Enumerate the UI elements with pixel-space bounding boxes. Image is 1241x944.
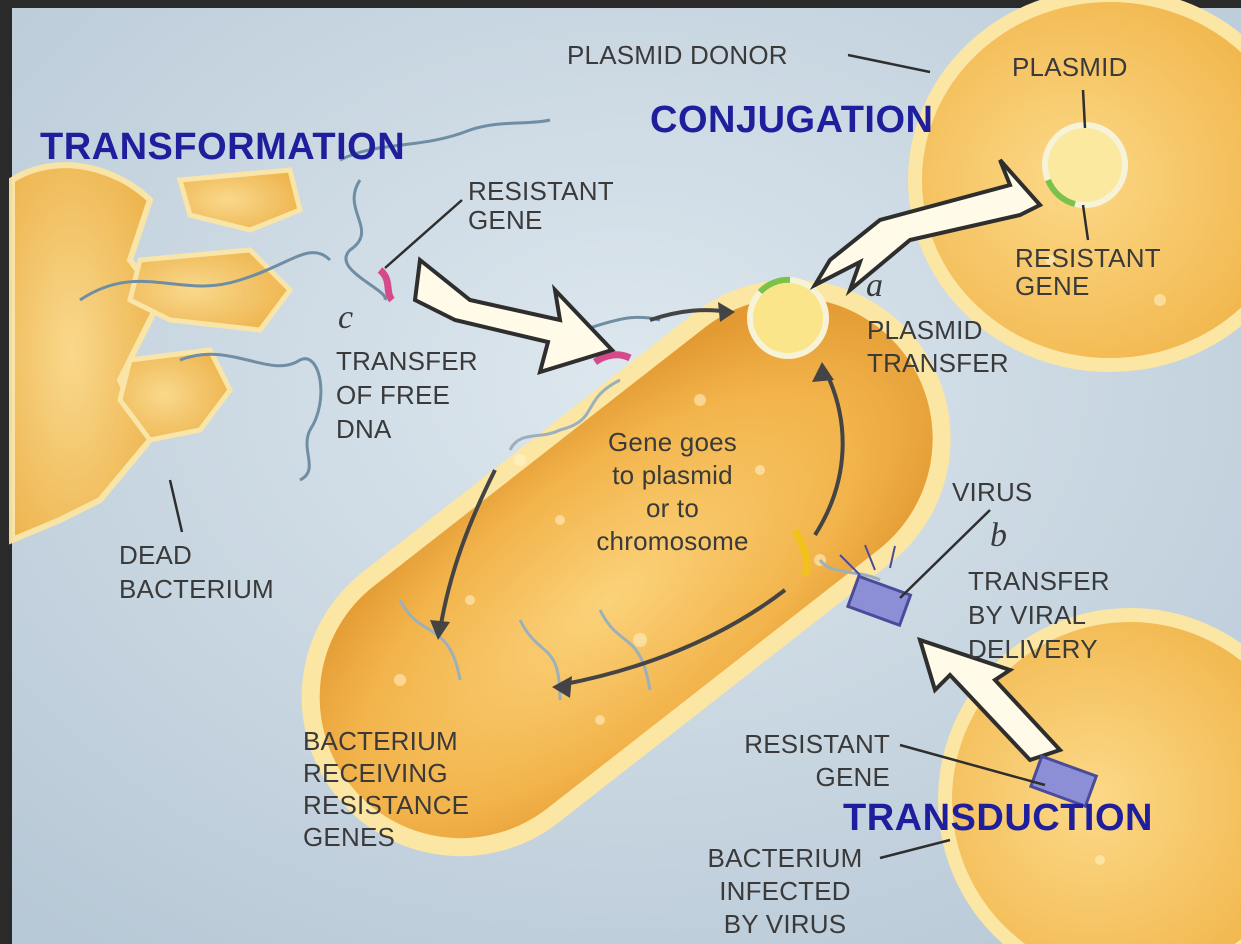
label-plasmid: PLASMID bbox=[1012, 52, 1128, 83]
label-transfer-viral: TRANSFER BY VIRAL DELIVERY bbox=[968, 564, 1110, 666]
heading-transduction: TRANSDUCTION bbox=[843, 798, 1153, 838]
label-resistant-gene-right: RESISTANT GENE bbox=[1015, 244, 1161, 300]
label-gene-goes: Gene goes to plasmid or to chromosome bbox=[560, 426, 785, 558]
heading-conjugation: CONJUGATION bbox=[650, 100, 933, 140]
label-letter-a: a bbox=[866, 270, 883, 301]
label-plasmid-transfer: PLASMID TRANSFER bbox=[867, 314, 1009, 380]
label-resistant-gene-top: RESISTANT GENE bbox=[468, 177, 614, 235]
label-virus: VIRUS bbox=[952, 477, 1032, 508]
label-resistant-gene-bottom: RESISTANT GENE bbox=[705, 728, 890, 794]
label-letter-b: b bbox=[990, 520, 1007, 551]
label-bacterium-infected: BACTERIUM INFECTED BY VIRUS bbox=[685, 842, 885, 941]
heading-transformation: TRANSFORMATION bbox=[40, 127, 405, 167]
label-letter-c: c bbox=[338, 302, 353, 333]
label-transfer-free-dna: TRANSFER OF FREE DNA bbox=[336, 344, 478, 446]
label-dead-bacterium: DEAD BACTERIUM bbox=[119, 538, 274, 606]
label-bacterium-receiving: BACTERIUM RECEIVING RESISTANCE GENES bbox=[303, 725, 469, 853]
label-plasmid-donor: PLASMID DONOR bbox=[567, 40, 788, 71]
